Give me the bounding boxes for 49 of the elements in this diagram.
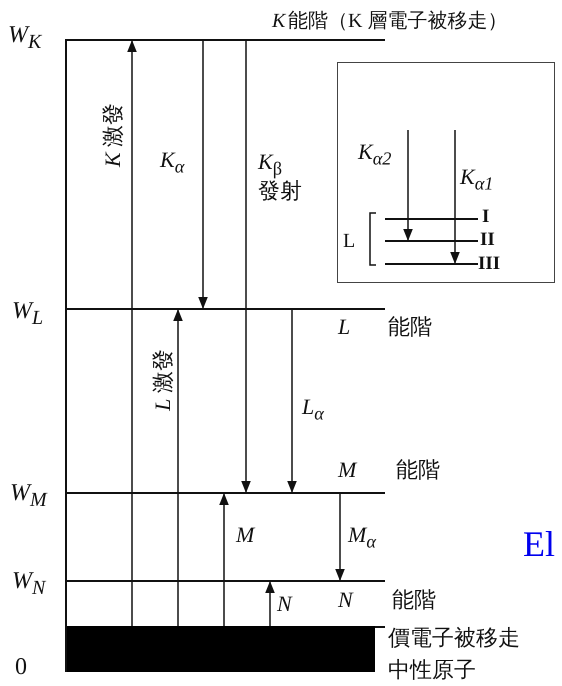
shell-label: L <box>343 230 356 252</box>
level-caption: 能階 <box>396 458 440 482</box>
level-caption: 能階（K 層電子被移走） <box>288 10 508 32</box>
edge-label: K$_{α2}$ <box>358 140 392 169</box>
arrow <box>241 40 251 493</box>
level-symbol: W$_{N}$ <box>12 568 46 599</box>
band-caption: 價電子被移走 <box>388 626 520 650</box>
arrow <box>450 130 460 264</box>
shell-label: M <box>338 458 356 482</box>
shell-label: K <box>272 10 286 32</box>
level-caption: 能階 <box>392 588 436 612</box>
edge-label: L 激發 <box>150 349 176 411</box>
sublevel-line <box>384 262 478 264</box>
arrow <box>265 581 275 626</box>
shell-label: L <box>338 315 350 340</box>
edge-label: K$_{β}$ 發射 <box>258 150 303 203</box>
edge-label: M <box>236 523 254 548</box>
edge-label: L$_{α}$ <box>302 395 324 424</box>
sublevel-label: I <box>482 207 490 228</box>
level-symbol: W$_{K}$ <box>8 22 42 53</box>
edge-label: K$_{α1}$ <box>460 165 494 194</box>
stray-text: El <box>523 525 555 565</box>
edge-label: K$_{α}$ <box>160 148 184 177</box>
energy-level-line <box>65 308 385 310</box>
sublevel-line <box>384 240 478 242</box>
edge-label: N <box>277 592 292 616</box>
sublevel-label: III <box>478 254 500 275</box>
level-symbol: W$_{M}$ <box>10 480 47 511</box>
edge-label: K 激發 <box>100 102 126 168</box>
level-caption: 能階 <box>388 315 432 340</box>
valence-band-block <box>67 626 375 672</box>
shell-label: N <box>338 588 353 612</box>
edge-label: M$_{α}$ <box>348 523 376 552</box>
arrow <box>198 40 208 309</box>
sublevel-label: II <box>480 230 495 251</box>
level-symbol: W$_{L}$ <box>12 298 44 329</box>
energy-level-line <box>65 580 385 582</box>
level-symbol: 0 <box>15 654 27 680</box>
arrow <box>127 40 137 626</box>
band-caption: 中性原子 <box>388 658 476 682</box>
arrow <box>173 309 183 626</box>
energy-level-line <box>65 492 385 494</box>
arrow <box>403 130 413 241</box>
sublevel-line <box>384 218 478 220</box>
energy-level-line <box>65 39 385 41</box>
inset-box <box>337 62 555 283</box>
arrow <box>335 493 345 581</box>
arrow <box>287 309 297 493</box>
arrow <box>219 493 229 626</box>
